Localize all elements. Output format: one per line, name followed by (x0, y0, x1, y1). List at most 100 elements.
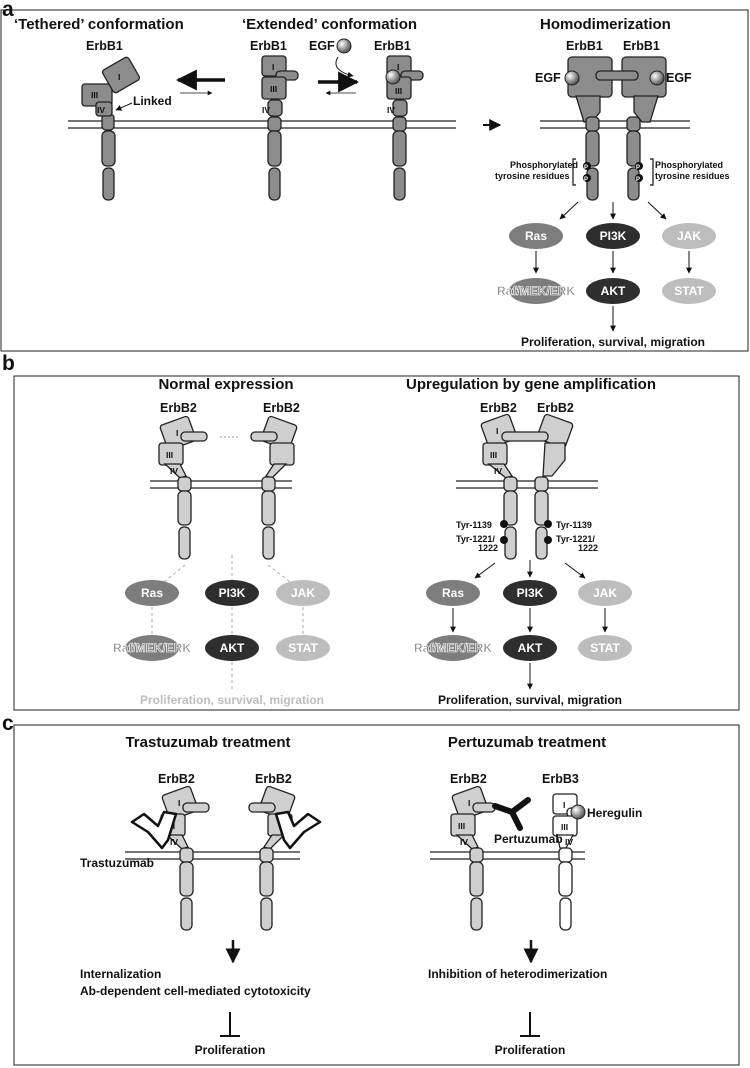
node-pi3k-a (586, 223, 640, 249)
node-akt-b2 (503, 635, 557, 661)
outcome-a: Proliferation, survival, migration (521, 335, 705, 349)
node-ras-b1-label: Ras (141, 586, 163, 600)
label-erbb3: ErbB3 (542, 772, 579, 786)
node-raf-a-label: Raf/MEK/ERK (497, 284, 575, 298)
node-stat-b2 (578, 635, 632, 661)
label-egf: EGF (309, 39, 335, 53)
node-ras-b2 (426, 580, 480, 606)
panel-c: c Trastuzumab treatment Pertuzumab treat… (2, 712, 740, 1066)
title-normal: Normal expression (158, 376, 293, 393)
domain-iv-trast: IV (170, 837, 178, 847)
label-dimer-erbb1-left: ErbB1 (566, 39, 603, 53)
domain-iii-extended: III (270, 84, 277, 94)
text-proliferation-pert: Proliferation (495, 1043, 566, 1057)
domain-iii-bound: III (395, 86, 402, 96)
node-ras-a-label: Ras (525, 229, 547, 243)
membrane-b (150, 480, 598, 489)
inhibit-bar-trast (220, 1012, 240, 1037)
linked-arrow (115, 102, 133, 111)
text-internalization: Internalization (80, 967, 161, 981)
text-inhibition: Inhibition of heterodimerization (428, 967, 607, 981)
node-akt-a-label: AKT (601, 284, 626, 298)
egf-binding-arrow (335, 56, 354, 78)
domain-iii-tethered: III (91, 90, 98, 100)
node-akt-b1 (205, 635, 259, 661)
node-stat-a-label: STAT (674, 284, 704, 298)
text-proliferation-trast: Proliferation (195, 1043, 266, 1057)
label-erbb2-pert: ErbB2 (450, 772, 487, 786)
node-jak-b2 (578, 580, 632, 606)
phospho-right-line1: Phosphorylated (655, 160, 723, 170)
erbb2-normal-left (158, 415, 208, 560)
panel-c-letter: c (2, 712, 14, 735)
node-ras-a (509, 223, 563, 249)
node-akt-b2-label: AKT (518, 641, 543, 655)
label-dimer-egf-right: EGF (666, 71, 692, 85)
label-erbb1-extended: ErbB1 (250, 39, 287, 53)
title-trastuzumab: Trastuzumab treatment (125, 734, 290, 751)
dimer-egf-left (564, 70, 580, 86)
text-adcc: Ab-dependent cell-mediated cytotoxicity (80, 984, 311, 998)
node-akt-b1-label: AKT (220, 641, 245, 655)
p-a1: P (584, 165, 588, 171)
trastuzumab-antibody-right (274, 810, 322, 850)
domain-iv-erbb3: IV (565, 837, 573, 847)
domain-iii-normal-left: III (166, 450, 173, 460)
node-raf-b2-label: Raf/MEK/ERK (414, 641, 492, 655)
erbb2-trast-left (160, 785, 210, 931)
domain-i-extended: I (272, 62, 274, 72)
domain-iii-pert: III (458, 821, 465, 831)
panel-b: b Normal expression Upregulation by gene… (2, 352, 740, 711)
label-linked: Linked (133, 94, 172, 108)
erbb1-extended (261, 55, 299, 201)
node-raf-b1 (125, 635, 179, 661)
node-stat-b1 (276, 635, 330, 661)
label-heregulin: Heregulin (587, 806, 642, 820)
domain-iv-bound: IV (387, 105, 395, 115)
node-pi3k-b1 (205, 580, 259, 606)
phospho-right-line2: tyrosine residues (655, 171, 730, 181)
p-a3: P (636, 165, 640, 171)
label-dimer-erbb1-right: ErbB1 (623, 39, 660, 53)
domain-iv-normal-left: IV (170, 466, 178, 476)
title-extended: ‘Extended’ conformation (242, 16, 417, 33)
p-a2: P (584, 177, 588, 183)
phospho-left-line2: tyrosine residues (495, 171, 570, 181)
title-homodimer: Homodimerization (540, 16, 671, 33)
node-jak-a (662, 223, 716, 249)
egf-ligand (336, 38, 352, 54)
erbb2-pertuzumab (450, 785, 496, 931)
erbb2-normal-right (250, 415, 298, 560)
title-pertuzumab: Pertuzumab treatment (448, 734, 606, 751)
arrow-jak-b (564, 562, 586, 579)
node-stat-b2-label: STAT (590, 641, 620, 655)
erbb1-homodimer (567, 56, 667, 201)
egf-bound-ligand (385, 69, 401, 85)
node-raf-b1-label: Raf/MEK/ERK (113, 641, 191, 655)
node-ras-b2-label: Ras (442, 586, 464, 600)
domain-i-bound: I (397, 62, 399, 72)
label-erbb1-bound: ErbB1 (374, 39, 411, 53)
tyr1222-right: 1222 (578, 543, 598, 553)
domain-iv-tethered: IV (97, 105, 105, 115)
node-jak-a-label: JAK (677, 229, 701, 243)
label-erbb2-amp-left: ErbB2 (480, 401, 517, 415)
label-trastuzumab: Trastuzumab (80, 856, 154, 870)
domain-iii-erbb3: III (561, 822, 568, 832)
label-erbb2-normal-left: ErbB2 (160, 401, 197, 415)
title-tethered: ‘Tethered’ conformation (14, 16, 184, 33)
node-raf-a (509, 278, 563, 304)
domain-iv-amp: IV (494, 466, 502, 476)
pertuzumab-antibody (492, 797, 531, 831)
domain-iii-amp: III (490, 450, 497, 460)
domain-i-trast: I (178, 798, 180, 808)
node-raf-b2 (426, 635, 480, 661)
tyr1139-right: Tyr-1139 (556, 520, 592, 530)
phospho-marks-a (572, 158, 654, 186)
title-upregulation: Upregulation by gene amplification (406, 376, 656, 393)
domain-i-pert: I (468, 798, 470, 808)
label-erbb2-trast-left: ErbB2 (158, 772, 195, 786)
node-stat-a (662, 278, 716, 304)
node-ras-b1 (125, 580, 179, 606)
dimer-egf-right (649, 70, 665, 86)
